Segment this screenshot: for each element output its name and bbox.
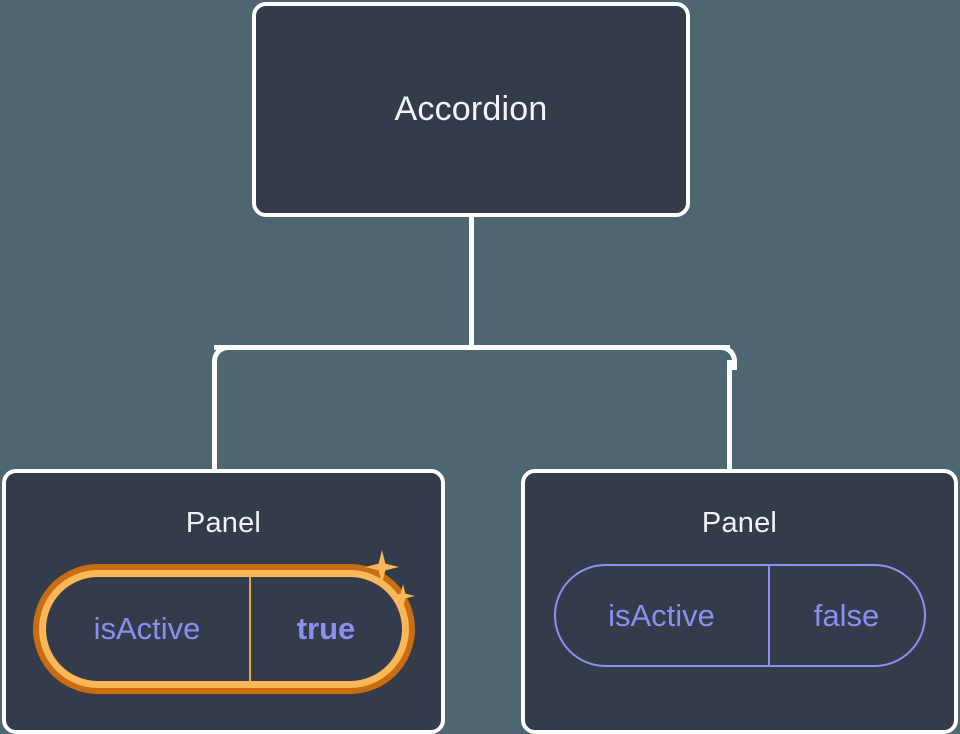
connector-corner-right <box>712 345 737 370</box>
prop-pill-active-body: isActive true <box>45 577 402 681</box>
prop-pill-active-wrap: isActive true <box>6 550 441 694</box>
connector-drop-right <box>727 360 732 472</box>
prop-pill-active[interactable]: isActive true <box>32 564 415 694</box>
prop-value-cell: false <box>770 566 924 665</box>
connector-drop-left <box>212 360 217 472</box>
node-accordion-label: Accordion <box>394 90 548 128</box>
prop-value-cell: true <box>251 577 402 681</box>
prop-key-cell: isActive <box>46 577 251 681</box>
prop-key-label: isActive <box>93 611 201 646</box>
prop-value-label: true <box>296 611 356 646</box>
prop-key-cell: isActive <box>556 566 770 665</box>
prop-pill-active-ring: isActive true <box>38 570 409 688</box>
prop-value-label: false <box>813 597 880 633</box>
node-accordion[interactable]: Accordion <box>252 2 690 217</box>
prop-pill-inactive[interactable]: isActive false <box>553 564 926 667</box>
prop-pill-inactive-wrap: isActive false <box>525 564 954 667</box>
node-panel-inactive-label: Panel <box>701 507 778 539</box>
connector-trunk-line <box>469 214 474 350</box>
node-panel-active-label: Panel <box>185 507 262 539</box>
node-panel-inactive[interactable]: Panel isActive false <box>521 469 958 734</box>
prop-key-label: isActive <box>608 597 715 633</box>
connector-horizontal-bar <box>214 345 730 350</box>
node-panel-active[interactable]: Panel isActive true <box>2 469 445 734</box>
